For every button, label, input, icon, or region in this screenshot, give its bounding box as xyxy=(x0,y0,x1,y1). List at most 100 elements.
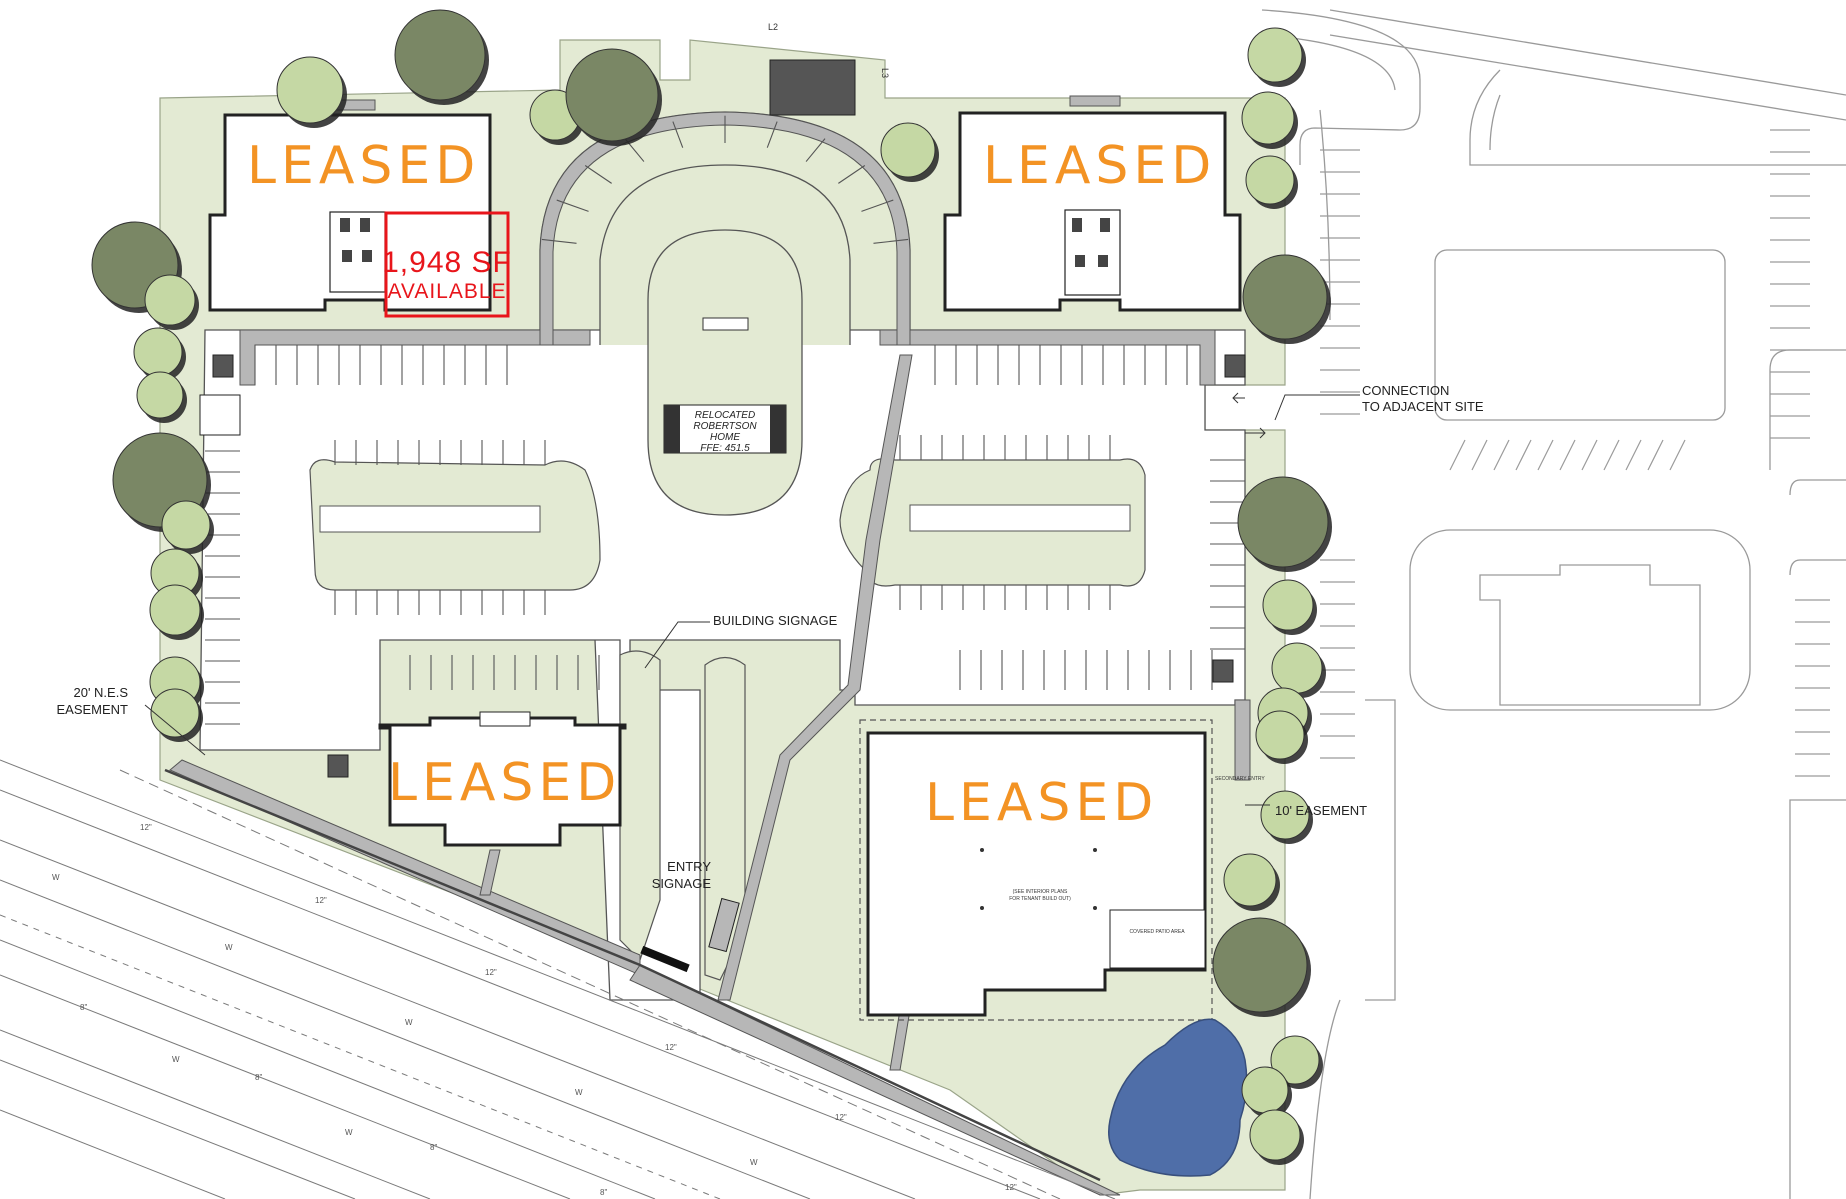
building-northeast-restrooms xyxy=(1064,209,1121,296)
restroom-fixtures-nw xyxy=(340,218,372,262)
tree xyxy=(565,48,659,142)
adjacent-stall-line xyxy=(1559,439,1576,471)
dumpster-enclosures xyxy=(212,59,1246,778)
adjacent-stall-line xyxy=(1647,439,1664,471)
adjacent-stall-line xyxy=(1581,439,1598,471)
adjacent-stall-line xyxy=(1493,439,1510,471)
adjacent-stall-line xyxy=(1625,439,1642,471)
relocated-home-line2: ROBERTSON xyxy=(693,421,757,432)
tree xyxy=(1271,642,1323,694)
tree xyxy=(880,122,936,178)
road-label-8-c: 8" xyxy=(430,1143,437,1152)
line-l2-label: L2 xyxy=(768,22,778,32)
relocated-home-line4: FFE: 451.5 xyxy=(700,443,750,454)
connection-label-line2: TO ADJACENT SITE xyxy=(1362,399,1484,414)
road xyxy=(0,759,1116,1199)
tree xyxy=(1249,1109,1301,1161)
adjacent-stall-line xyxy=(1515,439,1532,471)
tree xyxy=(161,500,211,550)
relocated-home-line1: RELOCATED xyxy=(695,410,755,421)
nes-easement-label-line1: 20' N.E.S xyxy=(73,685,128,700)
road-label-w-a: W xyxy=(52,873,60,882)
road-label-12-e: 12" xyxy=(835,1113,847,1122)
easement-10-label: 10' EASEMENT xyxy=(1275,803,1367,818)
building-signage-label: BUILDING SIGNAGE xyxy=(713,613,838,628)
parking-stall-line xyxy=(838,165,866,184)
parking-island-east-strip xyxy=(909,504,1131,532)
relocated-home-porch-right xyxy=(770,405,786,453)
building-southeast-label: LEASED xyxy=(925,773,1158,833)
trees xyxy=(91,9,1332,1165)
tree xyxy=(1270,1035,1320,1085)
entry-sign-bar xyxy=(640,945,690,973)
entry-signage-label-line1: ENTRY xyxy=(667,859,711,874)
building-southeast-outline xyxy=(859,719,1213,1021)
road-label-12-c: 12" xyxy=(485,968,497,977)
parking-stalls xyxy=(205,115,1245,725)
adjacent-stall-line xyxy=(1669,439,1686,471)
see-interior-line1: (SEE INTERIOR PLANS xyxy=(1013,889,1068,895)
building-northwest-restrooms xyxy=(329,211,386,293)
parking-stall-line xyxy=(766,121,778,148)
road-label-w-g: W xyxy=(345,1128,353,1137)
building-northwest-label: LEASED xyxy=(247,136,480,196)
connection-label-line1: CONNECTION xyxy=(1362,383,1449,398)
road-label-8-d: 8" xyxy=(600,1188,607,1197)
adjacent-site xyxy=(1261,9,1846,1199)
callout-lines xyxy=(144,392,1360,806)
column-dots xyxy=(980,848,1097,910)
available-suite-status: AVAILABLE xyxy=(387,280,506,303)
parking-island-west-strip xyxy=(319,505,541,533)
tree xyxy=(1241,1066,1289,1114)
parking-stall-line xyxy=(805,138,826,162)
relocated-home-line3: HOME xyxy=(710,432,740,443)
adjacent-stall-line xyxy=(1537,439,1554,471)
tree xyxy=(1255,710,1305,760)
road-label-w-f: W xyxy=(172,1055,180,1064)
entry-monument xyxy=(708,897,740,953)
adjacent-stall-line xyxy=(1449,439,1466,471)
tree xyxy=(1245,155,1295,205)
tree xyxy=(136,371,184,419)
home-island xyxy=(647,229,803,516)
road-label-w-c: W xyxy=(405,1018,413,1027)
sidewalks xyxy=(169,111,1251,1196)
see-interior-line2: FOR TENANT BUILD OUT) xyxy=(1009,896,1071,902)
tree xyxy=(1262,579,1314,631)
road-label-w-e: W xyxy=(750,1158,758,1167)
building-northeast-canopy xyxy=(1069,95,1121,107)
road-label-w-b: W xyxy=(225,943,233,952)
available-suite-area: 1,948 SF xyxy=(382,246,512,279)
transformer-box xyxy=(199,394,241,436)
road-label-12-f: 12" xyxy=(1005,1183,1017,1192)
nes-easement-label-line2: EASEMENT xyxy=(56,702,128,717)
available-suite-outline xyxy=(384,211,510,318)
line-l3-label: L3 xyxy=(880,68,890,78)
road-label-8-a: 8" xyxy=(80,1003,87,1012)
tree xyxy=(150,688,200,738)
building-northeast-label: LEASED xyxy=(983,136,1216,196)
edge-of-road xyxy=(164,768,1101,1182)
building-southwest-entry xyxy=(479,711,531,727)
road-label-12-b: 12" xyxy=(315,896,327,905)
covered-patio-label: COVERED PATIO AREA xyxy=(1129,929,1185,935)
relocated-home-porch-left xyxy=(664,405,680,453)
road-label-8-b: 8" xyxy=(255,1073,262,1082)
tree xyxy=(1237,476,1329,568)
tree xyxy=(144,274,196,326)
parking-stall-line xyxy=(556,199,589,212)
adjacent-stall-line xyxy=(1603,439,1620,471)
road-label-12-d: 12" xyxy=(665,1043,677,1052)
road-label-12-a: 12" xyxy=(140,823,152,832)
tree xyxy=(149,584,201,636)
adjacent-parking-stalls xyxy=(1320,129,1830,777)
adjacent-stall-line xyxy=(1471,439,1488,471)
parking-stall-line xyxy=(861,199,894,212)
tree xyxy=(1241,91,1295,145)
tree xyxy=(1247,27,1303,83)
parking-stall-line xyxy=(873,238,909,244)
tree xyxy=(133,327,183,377)
tree xyxy=(1212,917,1308,1013)
entry-island-west xyxy=(619,650,661,962)
